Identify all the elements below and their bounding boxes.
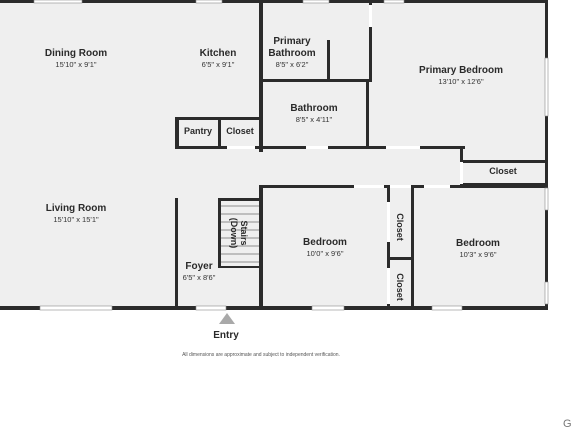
- primary-bedroom-dims: 13'10" x 12'6": [438, 77, 484, 86]
- disclaimer-text: All dimensions are approximate and subje…: [182, 352, 340, 358]
- primary-closet-label: Closet: [489, 165, 517, 177]
- primary-bathroom-name-2: Bathroom: [268, 48, 316, 59]
- bathroom-name: Bathroom: [290, 103, 338, 114]
- stairs-label: Stairs (Down): [229, 207, 249, 259]
- mid-closet-2-name: Closet: [395, 273, 405, 301]
- kitchen-name: Kitchen: [199, 48, 237, 59]
- primary-bathroom-name-1: Primary: [273, 36, 311, 47]
- bedroom-1-name: Bedroom: [303, 237, 347, 248]
- dining-room-label: Dining Room 15'10" x 9'1": [45, 48, 107, 70]
- windows: [33, 0, 549, 311]
- primary-closet-name: Closet: [489, 166, 517, 176]
- primary-bedroom-name: Primary Bedroom: [419, 65, 503, 76]
- kitchen-closet-name: Closet: [226, 126, 254, 136]
- pantry-name: Pantry: [183, 126, 213, 136]
- floor-fill: [0, 0, 548, 309]
- stairs-name-1: Stairs: [239, 220, 249, 246]
- living-room-dims: 15'10" x 15'1": [53, 215, 99, 224]
- kitchen-dims: 6'5" x 9'1": [201, 60, 235, 69]
- foyer-label: Foyer 6'5" x 8'6": [183, 261, 216, 283]
- entry-arrow: [219, 313, 235, 324]
- mid-closet-2-label: Closet: [395, 263, 405, 311]
- bedroom-2-label: Bedroom 10'3" x 9'6": [456, 238, 500, 260]
- living-room-label: Living Room 15'10" x 15'1": [46, 203, 107, 225]
- bathroom-label: Bathroom 8'5" x 4'11": [290, 103, 337, 125]
- mid-closet-1-label: Closet: [395, 203, 405, 251]
- corner-logo-mark: G: [563, 418, 572, 430]
- foyer-dims: 6'5" x 8'6": [182, 273, 216, 282]
- bedroom-1-label: Bedroom 10'0" x 9'6": [303, 237, 347, 259]
- primary-bathroom-dims: 8'5" x 6'2": [275, 60, 309, 69]
- entry-text: Entry: [213, 330, 239, 341]
- primary-bathroom-label: Primary Bathroom 8'5" x 6'2": [268, 36, 315, 70]
- door-gaps: [227, 5, 463, 304]
- stair-treads: [221, 205, 259, 263]
- bathroom-dims: 8'5" x 4'11": [295, 115, 333, 124]
- bedroom-2-name: Bedroom: [456, 238, 500, 249]
- bedroom-2-dims: 10'3" x 9'6": [459, 250, 497, 259]
- bedroom-1-dims: 10'0" x 9'6": [306, 249, 344, 258]
- kitchen-closet-label: Closet: [226, 125, 254, 137]
- dining-room-dims: 15'10" x 9'1": [55, 60, 97, 69]
- living-room-name: Living Room: [45, 203, 107, 214]
- entry-label: Entry: [213, 330, 239, 342]
- stairs-name-2: (Down): [229, 217, 239, 249]
- pantry-label: Pantry: [184, 125, 212, 137]
- kitchen-label: Kitchen 6'5" x 9'1": [200, 48, 237, 70]
- mid-closet-1-name: Closet: [395, 213, 405, 241]
- dining-room-name: Dining Room: [44, 48, 108, 59]
- foyer-name: Foyer: [185, 261, 213, 272]
- primary-bedroom-label: Primary Bedroom 13'10" x 12'6": [419, 65, 503, 87]
